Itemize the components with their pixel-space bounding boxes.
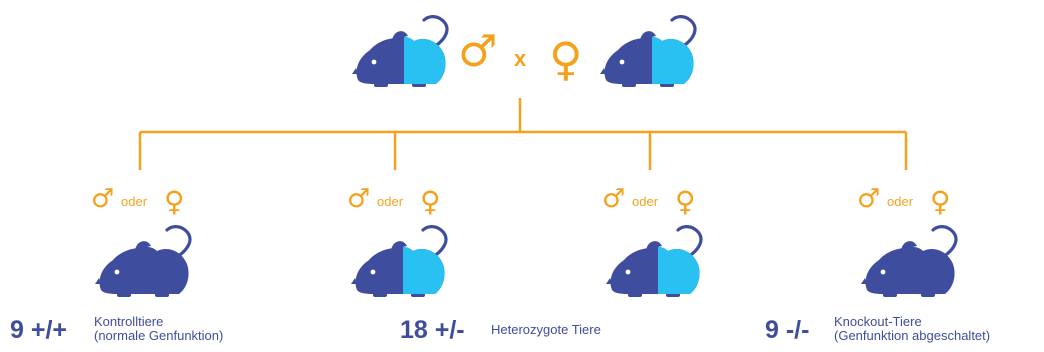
female-symbol-icon: ♀ (549, 32, 583, 86)
female-symbol-icon: ♀ (930, 185, 951, 218)
oder-label: oder (887, 194, 914, 209)
mouse-icon (93, 225, 192, 299)
mouse-icon (598, 15, 697, 89)
mouse-icon (350, 15, 449, 89)
cross-operator: x (514, 46, 527, 71)
male-symbol-icon: ♂ (857, 184, 881, 214)
result-description-line1: Kontrolltiere (94, 314, 164, 329)
result-description-line1: Heterozygote Tiere (491, 322, 601, 337)
oder-label: oder (121, 194, 148, 209)
female-symbol-icon: ♀ (420, 185, 441, 218)
male-symbol-icon: ♂ (91, 184, 115, 214)
male-symbol-icon: ♂ (602, 184, 626, 214)
oder-label: oder (377, 194, 404, 209)
female-symbol-icon: ♀ (164, 185, 185, 218)
mouse-icon (859, 225, 958, 299)
result-count: 18 +/- (400, 316, 465, 344)
female-symbol-icon: ♀ (675, 185, 696, 218)
result-description-line2: (normale Genfunktion) (94, 328, 224, 343)
result-description-line2: (Genfunktion abgeschaltet) (834, 328, 991, 343)
mouse-icon (349, 225, 448, 299)
oder-label: oder (632, 194, 659, 209)
tree-lines (138, 98, 908, 170)
result-count: 9 -/- (765, 316, 810, 344)
male-symbol-icon: ♂ (347, 184, 371, 214)
male-symbol-icon: ♂ (458, 26, 498, 77)
result-description-line1: Knockout-Tiere (834, 314, 922, 329)
mouse-icon (604, 225, 703, 299)
result-count: 9 +/+ (10, 316, 67, 344)
